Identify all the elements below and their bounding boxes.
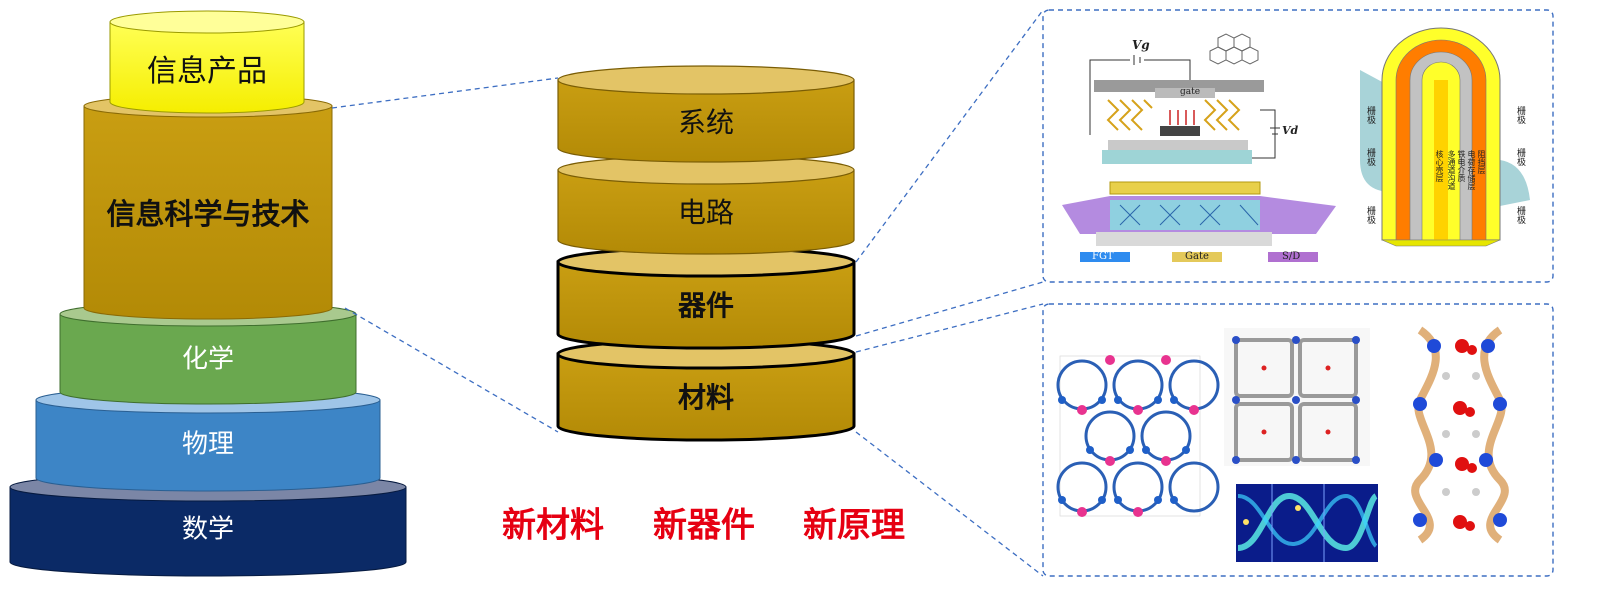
helical-chain-illustration <box>1411 326 1509 544</box>
label-fgt: FGT <box>1092 251 1114 262</box>
label-chemistry: 化学 <box>181 344 235 375</box>
disk-device <box>556 246 856 350</box>
label-vd: Vd <box>1282 124 1299 137</box>
label-electrode-right-2: 栅极 <box>1515 148 1525 166</box>
label-gate-small: gate <box>1180 87 1201 97</box>
graphene-molecule-icon <box>1209 33 1259 65</box>
slogan-new-material: 新材料 <box>502 505 604 546</box>
label-electrode-left-1: 栅极 <box>1365 106 1375 124</box>
connector-lines <box>331 9 1044 577</box>
disk-system <box>557 65 855 163</box>
label-vg: Vg <box>1132 38 1150 52</box>
label-layer-2: 多通道沟道 <box>1447 150 1456 190</box>
label-electrode-right-1: 栅极 <box>1515 106 1525 124</box>
band-structure-illustration <box>1236 484 1379 562</box>
slogan-new-device: 新器件 <box>653 505 755 546</box>
label-layer-4: 电荷存储层 <box>1467 150 1476 190</box>
label-device: 器件 <box>677 289 735 322</box>
label-electrode-left-2: 栅极 <box>1365 148 1375 166</box>
slogan-new-principle: 新原理 <box>803 505 905 546</box>
framework-lattice-illustration <box>1224 328 1370 466</box>
material-illustration-panel <box>1042 303 1554 577</box>
device-illustration-panel <box>1042 9 1554 283</box>
label-electrode-right-3: 栅极 <box>1515 206 1525 224</box>
label-physics: 物理 <box>181 429 235 460</box>
gate-all-around-illustration <box>1360 27 1530 247</box>
label-info-science: 信息科学与技术 <box>106 197 310 231</box>
label-layer-3: 铁电介质 <box>1457 150 1466 182</box>
transistor-illustration <box>1089 33 1280 164</box>
fet-cross-section-illustration <box>1062 181 1336 262</box>
left-pyramid-stack <box>9 10 407 577</box>
label-electrode-left-3: 栅极 <box>1365 206 1375 224</box>
label-material: 材料 <box>677 381 735 414</box>
label-circuit: 电路 <box>677 196 735 229</box>
disk-circuit <box>557 155 855 255</box>
label-info-products: 信息产品 <box>147 54 267 89</box>
disk-material <box>556 338 856 442</box>
cylinder-info-products <box>109 10 305 114</box>
middle-stack <box>556 65 856 442</box>
label-system: 系统 <box>677 106 735 139</box>
label-layer-1: 核心壳层 <box>1435 150 1444 182</box>
label-gate-legend: Gate <box>1185 251 1209 262</box>
kagome-lattice-illustration <box>1056 355 1220 517</box>
label-layer-5: 阻挡层 <box>1477 150 1486 174</box>
label-sd: S/D <box>1282 251 1301 262</box>
label-math: 数学 <box>181 514 235 545</box>
